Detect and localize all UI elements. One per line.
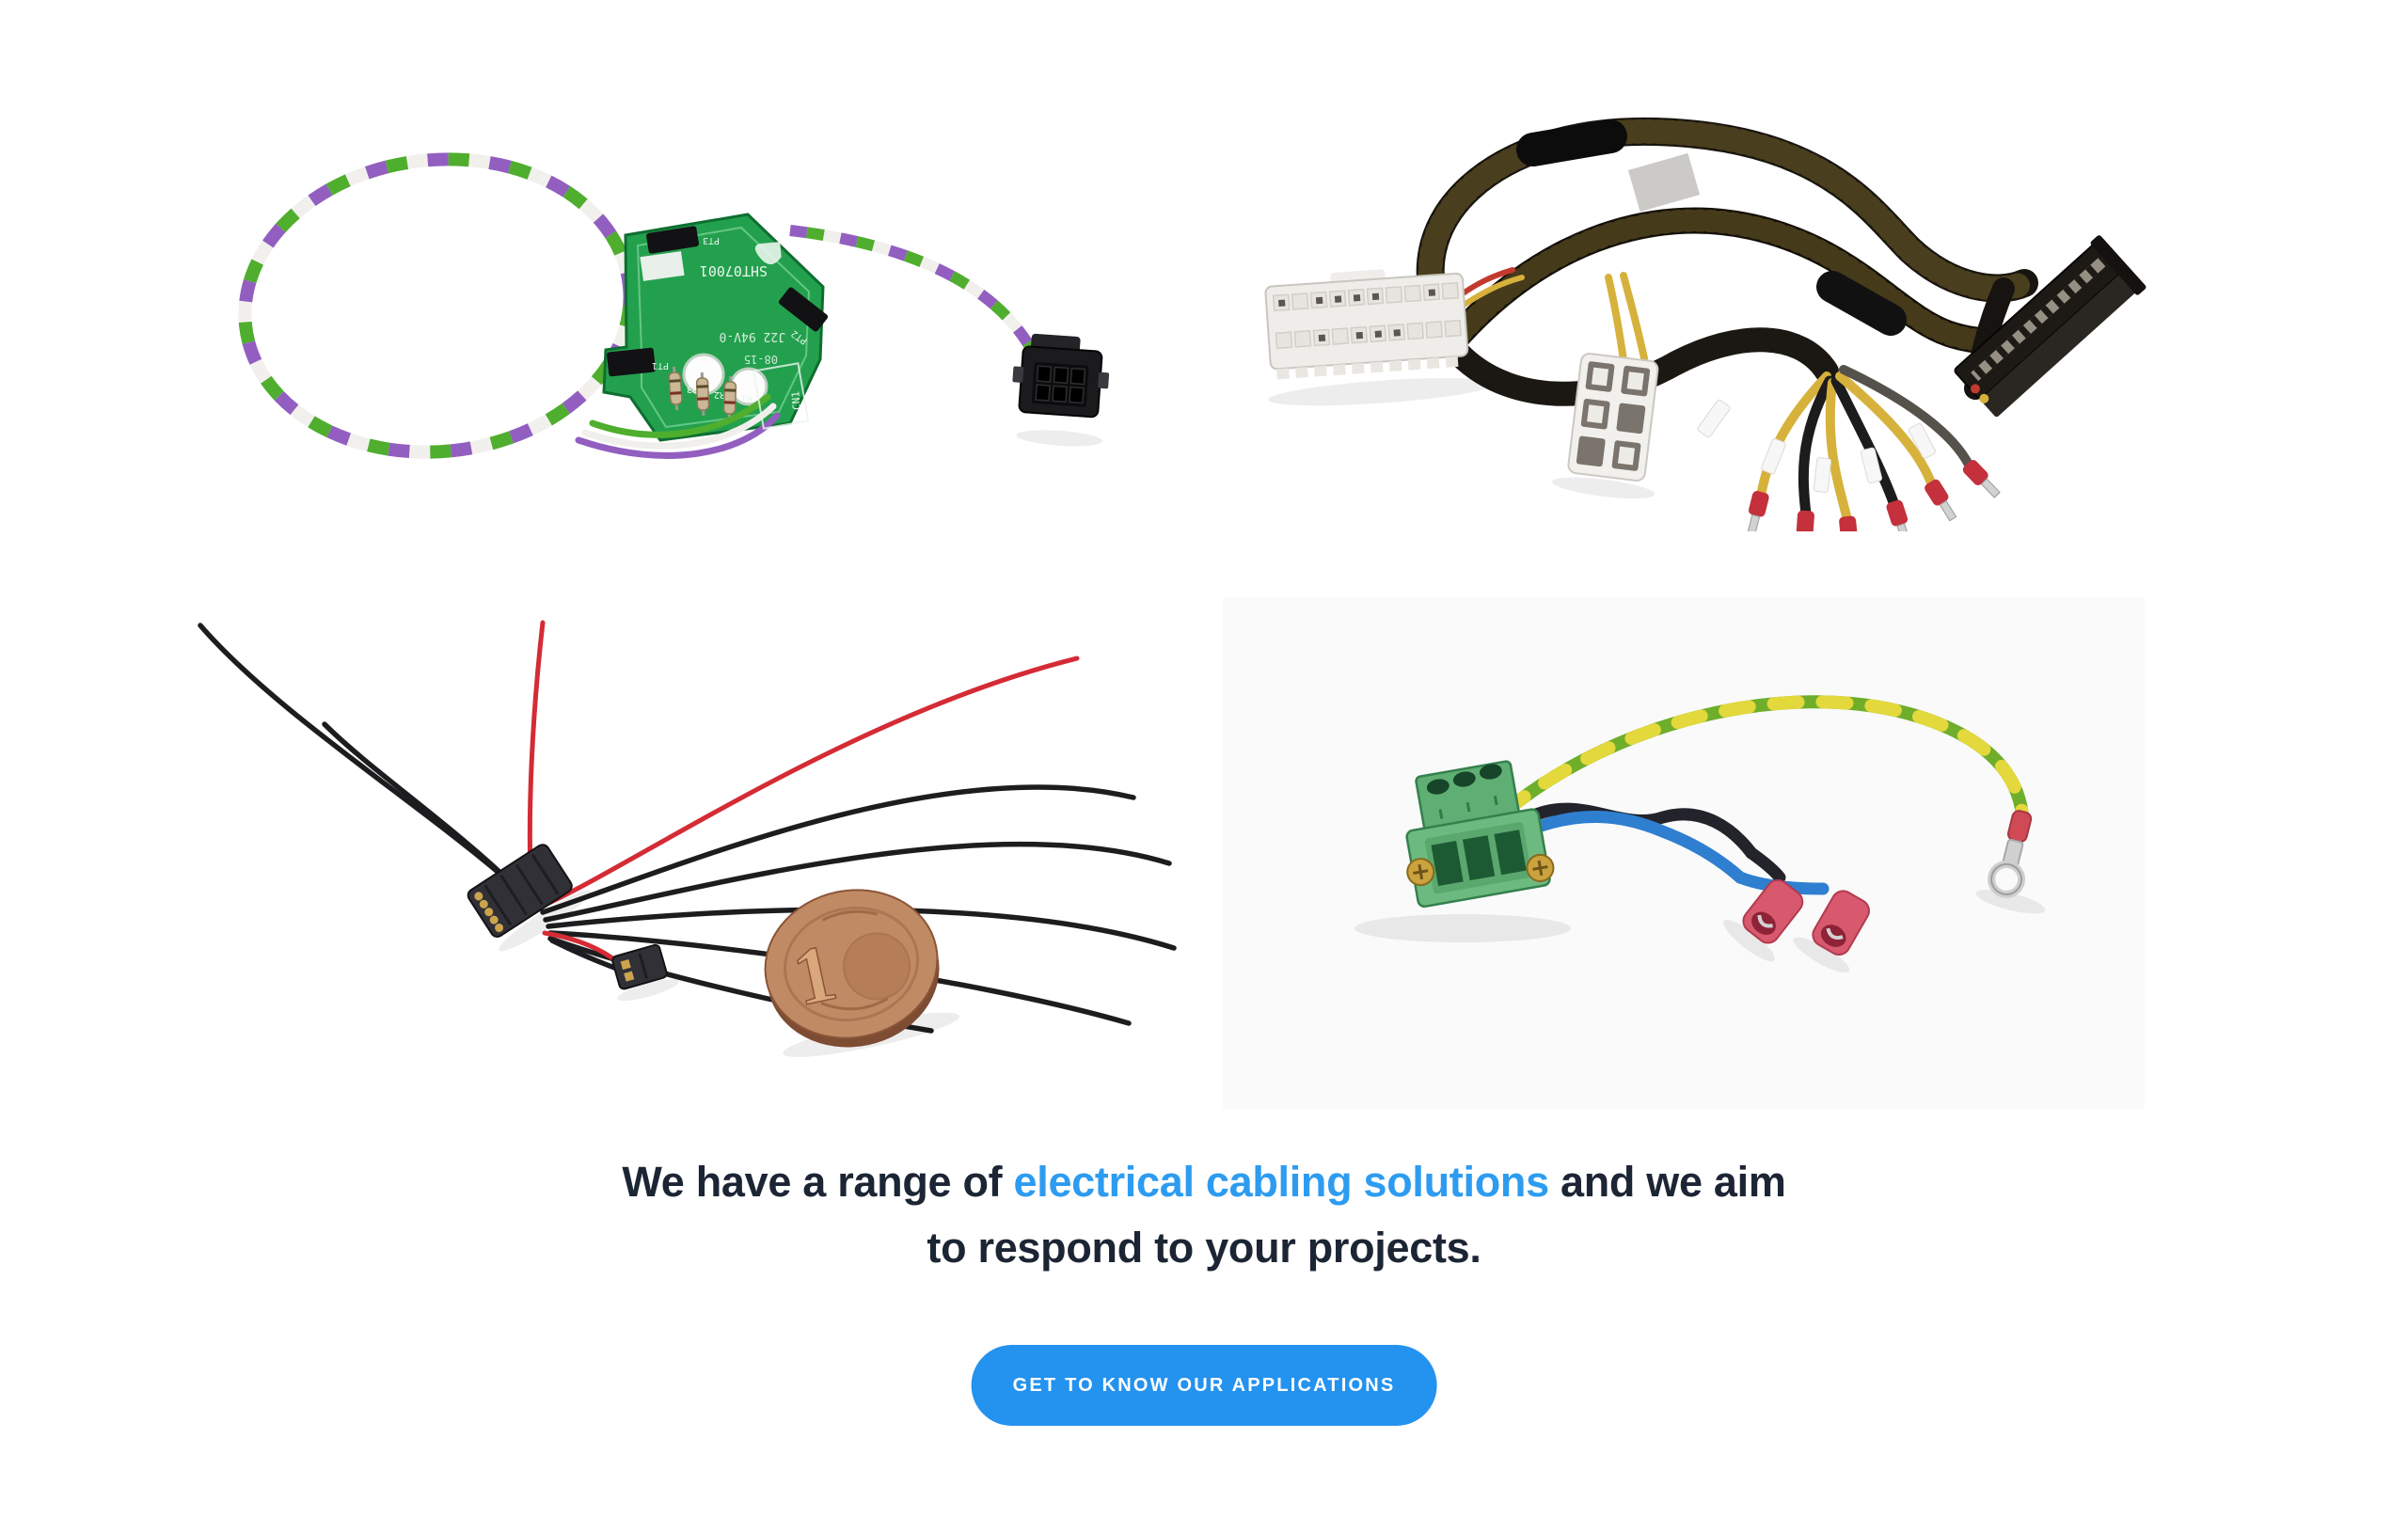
pcb-sensor-cable-illustration: SHT07001 J22 94V-0 08-15 PT3 PT2 PT1 — [238, 152, 1110, 459]
spade-terminal-1 — [1723, 878, 1804, 962]
pcb-ref-r3: R3 — [687, 384, 698, 394]
twisted-pair — [1515, 802, 1830, 895]
wire-labels — [1697, 399, 1936, 493]
micro-wire-assembly-illustration: 1 — [198, 620, 1177, 1057]
micro-connector-b — [611, 943, 679, 1002]
braided-power-harness-illustration — [1264, 117, 2147, 531]
aux-6pin-connector — [1552, 353, 1659, 498]
pcb-date-code: 08-15 — [744, 353, 778, 366]
pcb-board-code: SHT07001 — [700, 262, 768, 279]
photo-terminal-block-earth-lead — [1223, 597, 2145, 1110]
headline-text-post: and we aim — [1548, 1158, 1786, 1206]
green-terminal-block — [1405, 760, 1555, 909]
pcb-ref-r2: R2 — [714, 389, 725, 400]
ring-terminal — [1975, 810, 2046, 914]
terminal-block-illustration — [1354, 695, 2046, 973]
headline: We have a range of electrical cabling so… — [0, 1149, 2408, 1281]
photo-pcb-sensor-cable: SHT07001 J22 94V-0 08-15 PT3 PT2 PT1 — [235, 113, 1110, 480]
braided-cables — [1416, 117, 2051, 406]
euro-cent-coin: 1 — [764, 889, 960, 1057]
micro-connector-a — [467, 844, 592, 952]
micro-wires — [198, 620, 1177, 1034]
red-ferrule-terminals — [1747, 459, 2001, 531]
twisted-wire-tail — [789, 225, 1042, 362]
green-pcb: SHT07001 J22 94V-0 08-15 PT3 PT2 PT1 — [575, 213, 829, 459]
photo-braided-power-harness — [1251, 89, 2154, 531]
pcb-connector-ref: CN1 — [789, 391, 803, 411]
micro-fit-connector — [1012, 333, 1110, 447]
pcb-resistors: R3 R2 R1 — [668, 366, 752, 420]
cta-button[interactable]: GET TO KNOW OUR APPLICATIONS — [971, 1345, 1437, 1426]
twisted-wire-loop — [238, 152, 637, 459]
pcb-ref-r1: R1 — [741, 393, 752, 403]
ferrule-wires — [1756, 365, 1974, 525]
pcb-cert-marking: J22 94V-0 — [720, 329, 785, 343]
photo-micro-wire-assembly: 1 — [193, 583, 1180, 1110]
pcb-ref-pt1: PT1 — [652, 360, 669, 371]
headline-text-pre: We have a range of — [622, 1158, 1014, 1206]
earth-wire — [1498, 695, 2029, 822]
atx-connector — [1264, 269, 1494, 406]
sata-connector — [1954, 235, 2147, 418]
headline-text-line2: to respond to your projects. — [927, 1224, 1481, 1272]
pcb-ref-pt3: PT3 — [703, 235, 720, 245]
headline-link-solutions[interactable]: electrical cabling solutions — [1013, 1158, 1550, 1206]
spade-terminal-2 — [1793, 890, 1870, 973]
